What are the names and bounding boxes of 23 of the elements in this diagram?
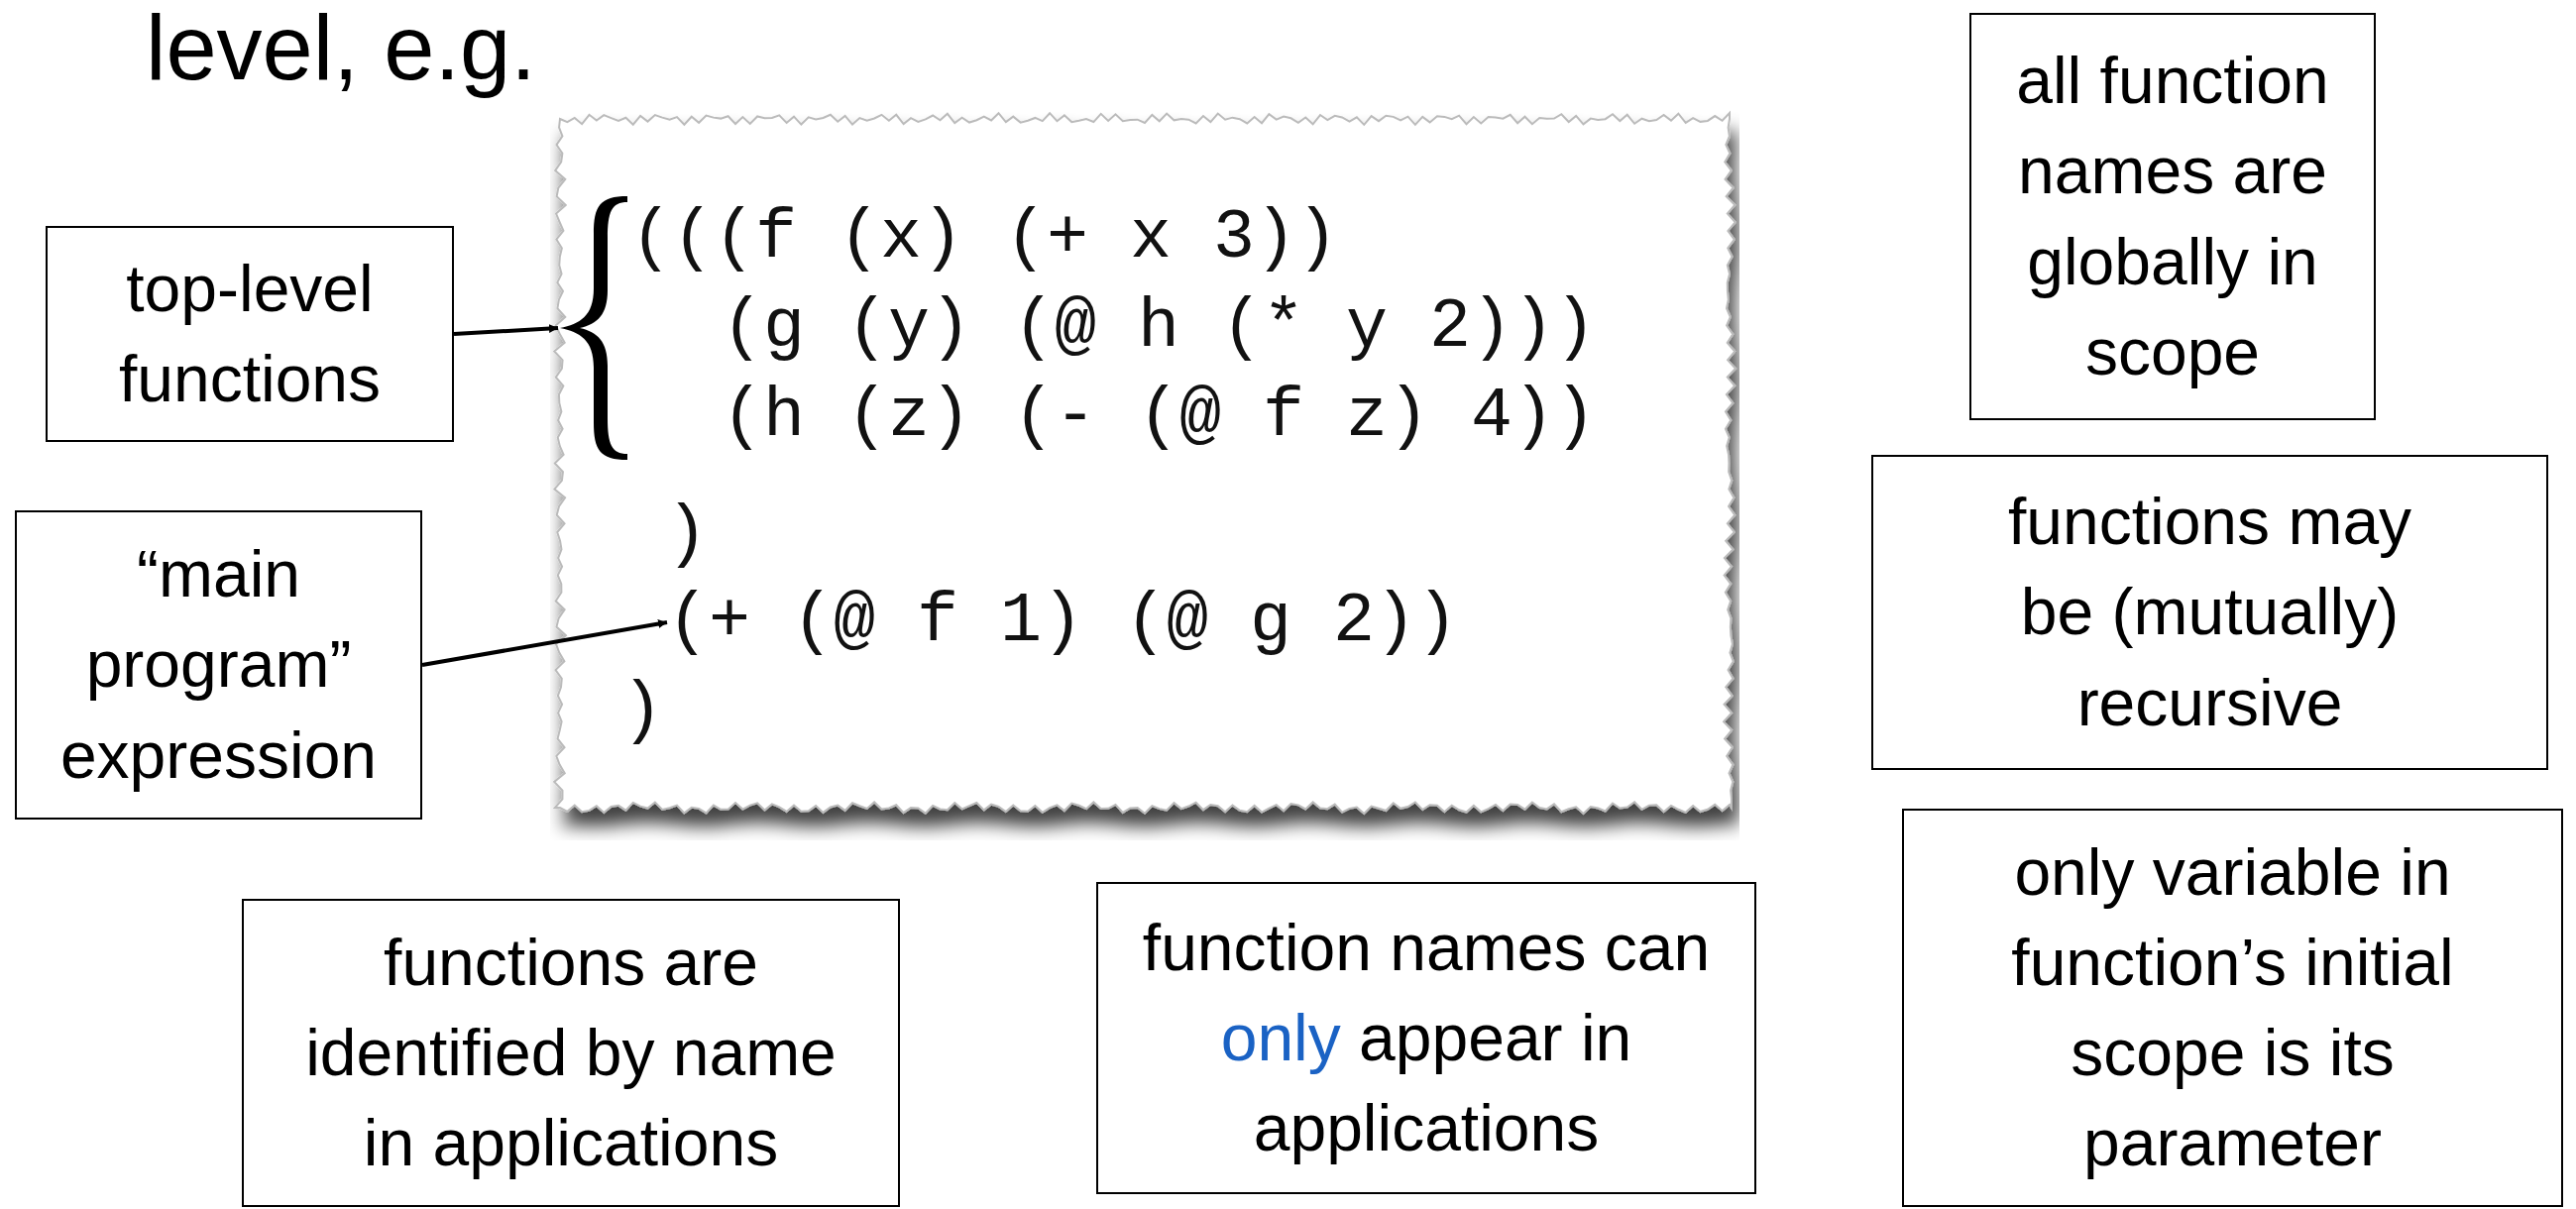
note-box [242,899,900,1207]
note-box [1096,882,1756,1194]
code-line: (h (z) (- (@ f z) 4)) [722,377,1597,458]
code-line: (+ (@ f 1) (@ g 2)) [667,582,1459,663]
note-text: functions may be (mutually) recursive [2006,484,2413,741]
callout-box [46,226,454,442]
note-text: function names can only appear in applications [1141,909,1712,1167]
note-box [1969,13,2376,420]
arrow [453,324,559,336]
note-box [1871,455,2548,770]
code-line: (g (y) (@ h (* y 2))) [722,287,1597,369]
code-line: (((f (x) (+ x 3)) [630,198,1339,279]
code-line: ) [621,671,663,752]
note-text: all function names are globally in scope [2015,43,2330,390]
note-text: functions are identified by name in applications [304,924,838,1182]
note-text: top-level functions [117,250,383,417]
callout-box [15,510,422,820]
heading-fragment: level, e.g. [146,0,536,100]
note-text: only variable in function’s initial scope is its parameter [2010,833,2455,1182]
code-line: ) [666,495,708,576]
arrow [421,619,668,667]
note-text: “main program” expression [58,536,379,794]
note-box [1902,809,2563,1207]
